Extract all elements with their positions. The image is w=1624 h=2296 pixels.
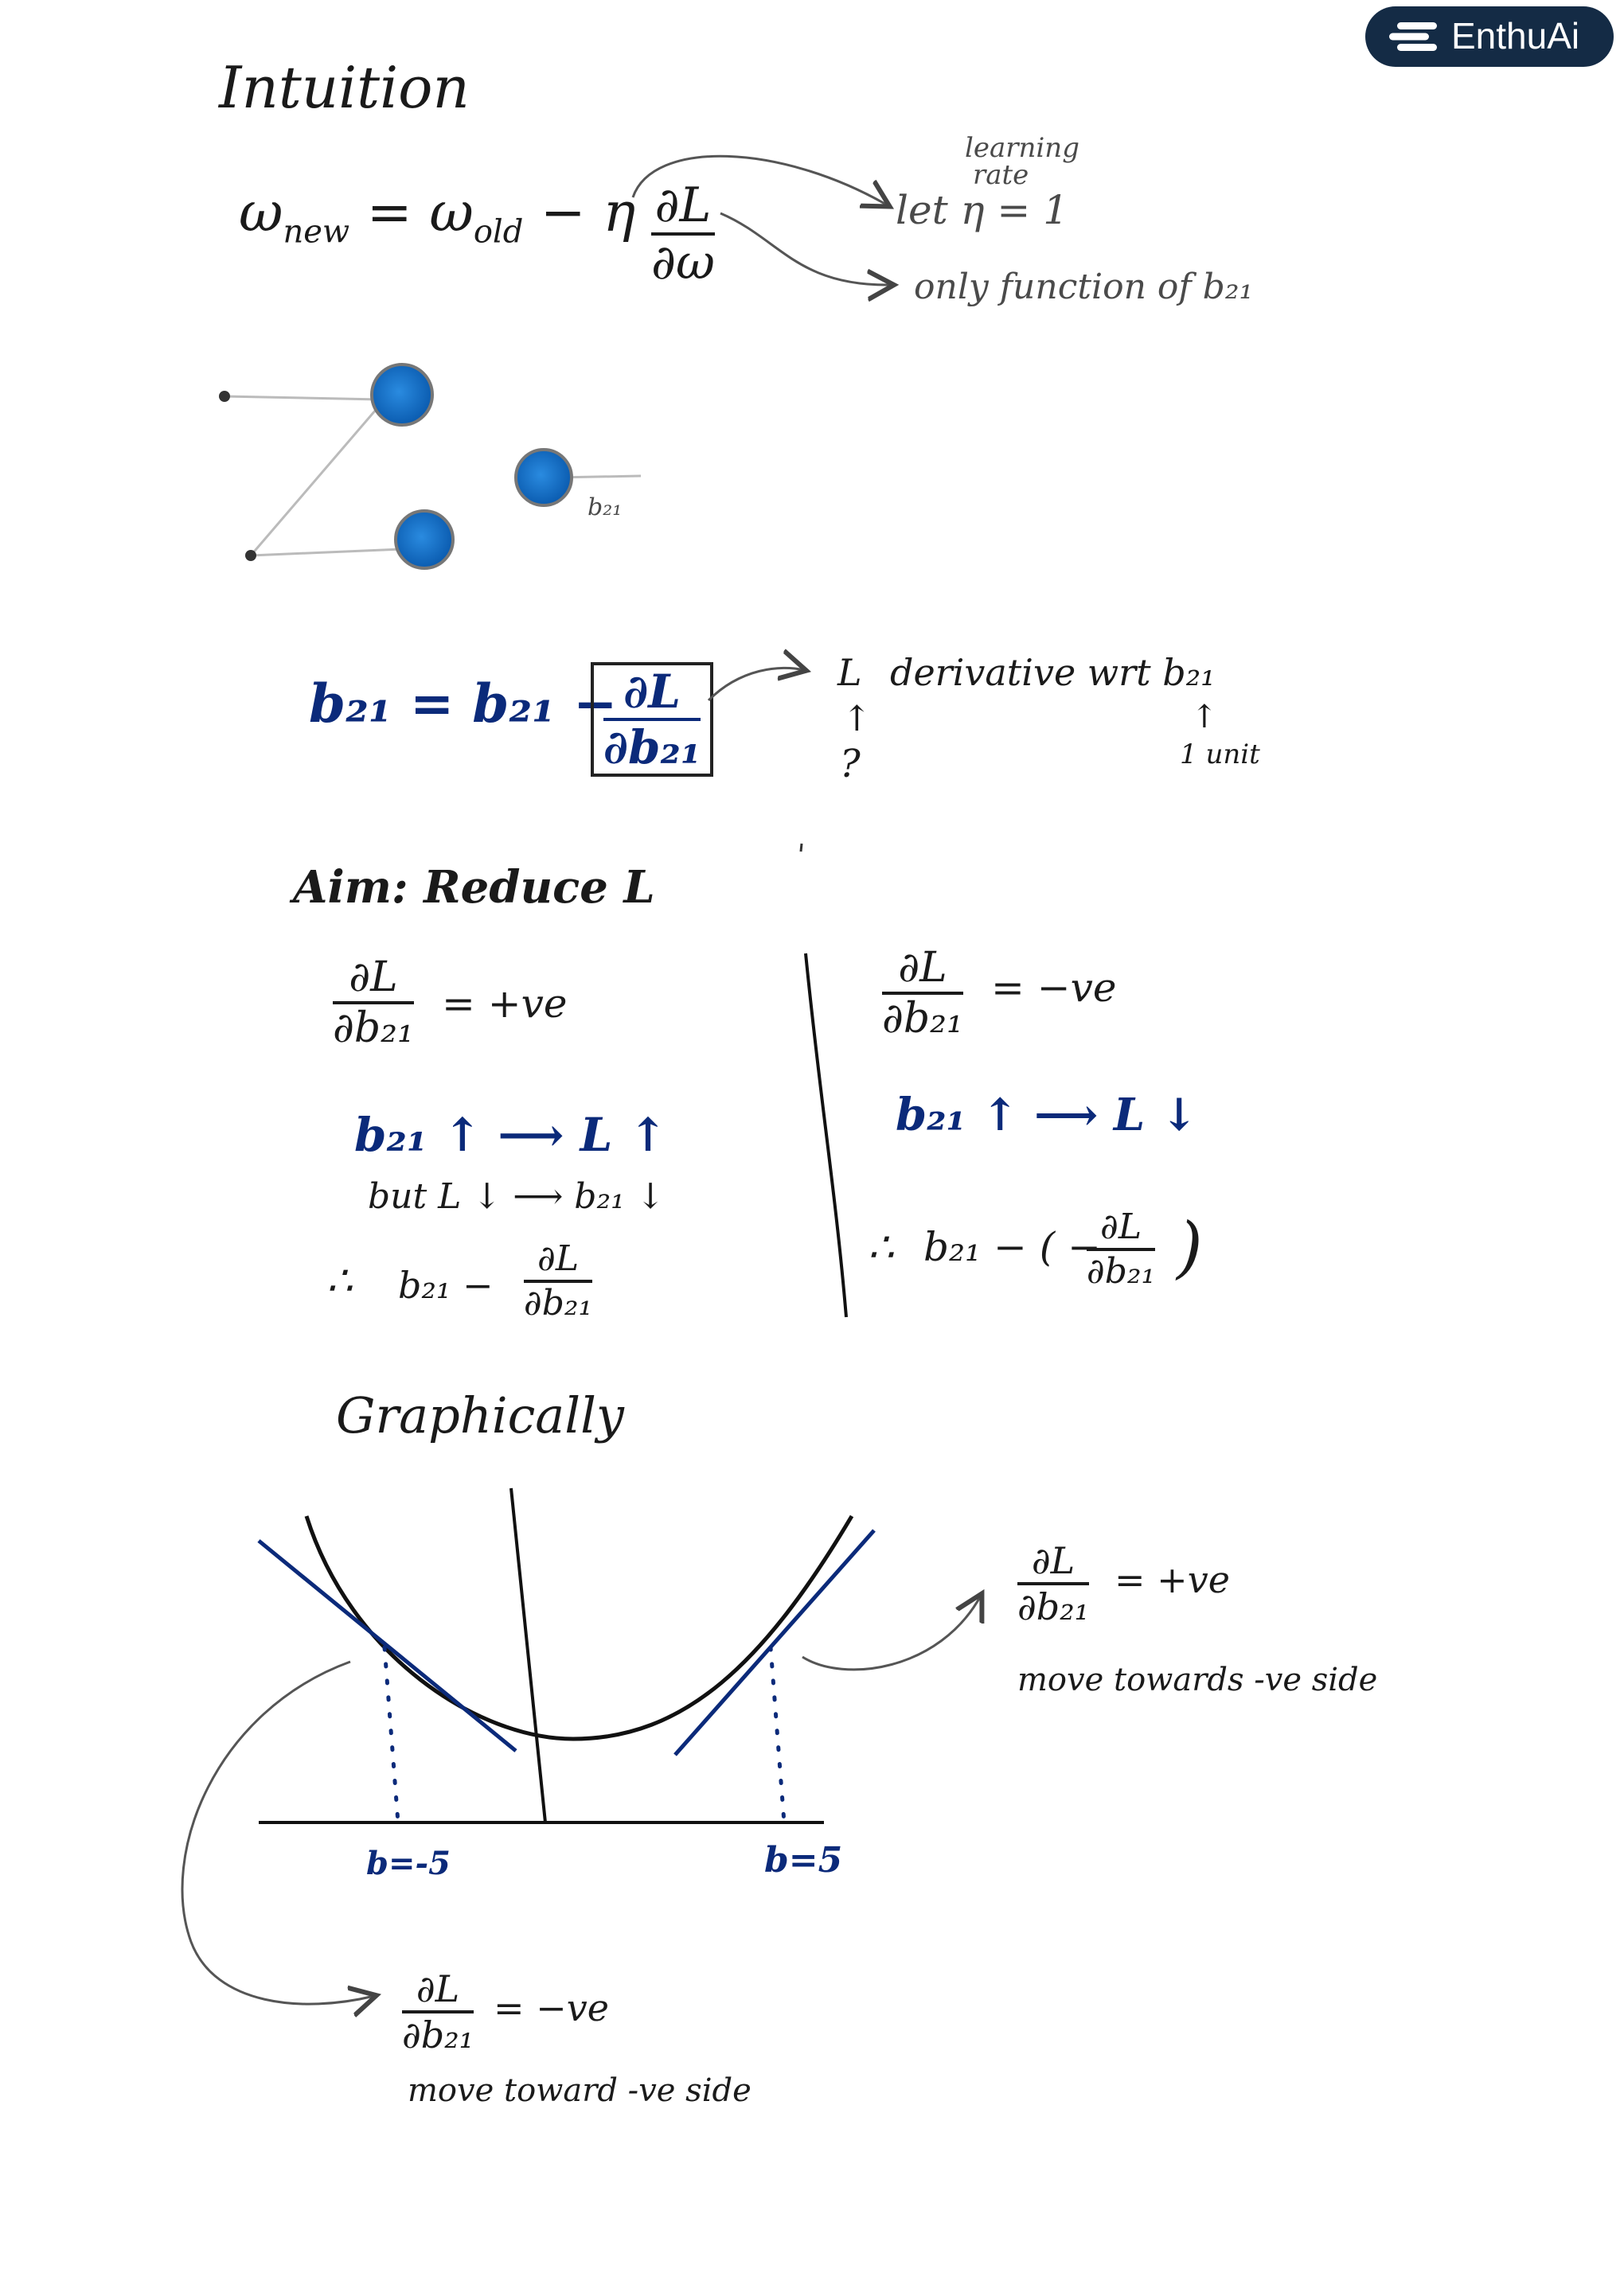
output-node-b21 — [514, 448, 573, 507]
input-node-1 — [219, 391, 230, 402]
right-sign-negative: = −ve — [991, 965, 1117, 1011]
let-eta-note: let η = 1 — [896, 187, 1069, 233]
left-dL-db21-fraction: ∂L ∂b₂₁ — [333, 957, 414, 1049]
tangent-right — [673, 1529, 876, 1756]
arrow-right-annotation — [802, 1596, 981, 1671]
fraction-bar — [882, 992, 963, 995]
fraction-bar — [333, 1001, 414, 1004]
fraction-numerator: ∂L — [349, 953, 398, 1001]
enthuai-logo-icon — [1389, 22, 1437, 51]
tick-label-right: b=5 — [764, 1840, 843, 1881]
fraction-denominator: ∂ω — [651, 235, 715, 290]
arrow-to-function-note — [720, 212, 892, 285]
input-node-2 — [245, 550, 256, 561]
right-result-fraction: ∂L ∂b₂₁ — [1087, 1206, 1156, 1292]
right-b21-up-L-down: b₂₁ ↑ ⟶ L ↓ — [896, 1089, 1198, 1141]
dL-db21-boxed-fraction: ∂L ∂b₂₁ — [591, 662, 714, 777]
node-label-b21: b₂₁ — [588, 493, 623, 521]
arrow-left-annotation — [181, 1660, 374, 2004]
rate-label: rate — [973, 159, 1029, 191]
fraction-denominator: ∂b₂₁ — [1087, 1251, 1156, 1292]
left-result-fraction: ∂L ∂b₂₁ — [524, 1238, 593, 1323]
omega-new: ω — [239, 181, 283, 244]
y-axis — [509, 1487, 547, 1823]
loss-curve-graph — [181, 1487, 981, 2004]
section-title-graphically: Graphically — [336, 1386, 624, 1444]
question-mark: ? — [840, 742, 861, 786]
brand-badge: EnthuAi — [1365, 6, 1614, 67]
fraction-bar — [1017, 1582, 1090, 1585]
fraction-bar — [1087, 1248, 1156, 1251]
graph-right-sign: = +ve — [1115, 1558, 1230, 1601]
only-function-note: only function of b₂₁ — [914, 267, 1254, 307]
graph-left-sign: = −ve — [494, 1986, 609, 2029]
fraction-denominator: ∂b₂₁ — [1017, 1585, 1090, 1628]
note-L: L — [837, 651, 862, 694]
fraction-bar — [651, 232, 715, 236]
fraction-denominator: ∂b₂₁ — [524, 1283, 593, 1323]
brand-name: EnthuAi — [1451, 15, 1580, 57]
graph-left-fraction: ∂L ∂b₂₁ — [402, 1971, 474, 2053]
weight-update-formula: ωnew = ωold − η — [239, 181, 635, 251]
fraction-bar — [402, 2010, 474, 2013]
right-dL-db21-fraction: ∂L ∂b₂₁ — [882, 947, 963, 1039]
fraction-numerator: ∂L — [654, 177, 712, 233]
fraction-numerator: ∂L — [416, 1967, 460, 2010]
drop-line-left — [382, 1645, 400, 1825]
left-but-line: but L ↓ ⟶ b₂₁ ↓ — [368, 1176, 666, 1217]
fraction-denominator: ∂b₂₁ — [882, 995, 963, 1043]
omega-new-sub: new — [283, 213, 350, 251]
fraction-denominator: ∂b₂₁ — [603, 720, 701, 774]
graph-right-move-note: move towards -ve side — [1017, 1662, 1378, 1698]
tick-label-left: b=-5 — [366, 1845, 451, 1882]
minus-eta: − η — [540, 181, 636, 244]
aim-title: Aim: Reduce L — [293, 861, 655, 914]
fraction-denominator: ∂b₂₁ — [333, 1004, 414, 1052]
arrow-to-derivative-note — [707, 668, 804, 702]
left-result-lhs: b₂₁ − — [398, 1264, 494, 1307]
network-diagram — [219, 363, 642, 570]
fraction-bar — [603, 718, 701, 721]
right-close-paren: ) — [1177, 1208, 1203, 1286]
omega-old-sub: old — [473, 213, 524, 251]
fraction-numerator: ∂L — [537, 1238, 580, 1279]
fraction-numerator: ∂L — [1031, 1539, 1076, 1582]
equals-sign: = — [366, 181, 412, 244]
hidden-node-1 — [370, 363, 434, 427]
graph-left-move-note: move toward -ve side — [408, 2072, 751, 2109]
fraction-denominator: ∂b₂₁ — [402, 2013, 474, 2056]
one-unit-note: 1 unit — [1180, 739, 1260, 770]
bias-update-lhs: b₂₁ = b₂₁ − — [309, 672, 618, 735]
note-derivative-wrt: derivative wrt b₂₁ — [890, 651, 1216, 694]
left-therefore: ∴ — [326, 1257, 353, 1305]
tangent-left — [257, 1539, 517, 1752]
fraction-bar — [524, 1280, 593, 1283]
learning-label: learning — [965, 132, 1079, 164]
fraction-numerator: ∂L — [623, 665, 681, 719]
right-therefore: ∴ — [868, 1224, 895, 1272]
omega-old: ω — [429, 181, 474, 244]
loss-parabola — [304, 1514, 854, 1741]
column-divider — [804, 953, 848, 1318]
fraction-numerator: ∂L — [1100, 1206, 1142, 1247]
graph-right-fraction: ∂L ∂b₂₁ — [1017, 1539, 1090, 1628]
hidden-node-2 — [394, 509, 455, 570]
drop-line-right — [768, 1645, 787, 1825]
dL-dw-fraction: ∂L ∂ω — [651, 181, 715, 287]
up-arrow-L: ↑ — [842, 699, 872, 739]
right-result-lhs: b₂₁ − ( − — [923, 1224, 1102, 1270]
up-arrow-b21: ↑ — [1191, 699, 1218, 735]
left-b21-up-L-up: b₂₁ ↑ ⟶ L ↑ — [354, 1108, 668, 1162]
section-title-intuition: Intuition — [219, 54, 470, 121]
fraction-numerator: ∂L — [898, 944, 947, 992]
left-sign-positive: = +ve — [442, 980, 568, 1027]
